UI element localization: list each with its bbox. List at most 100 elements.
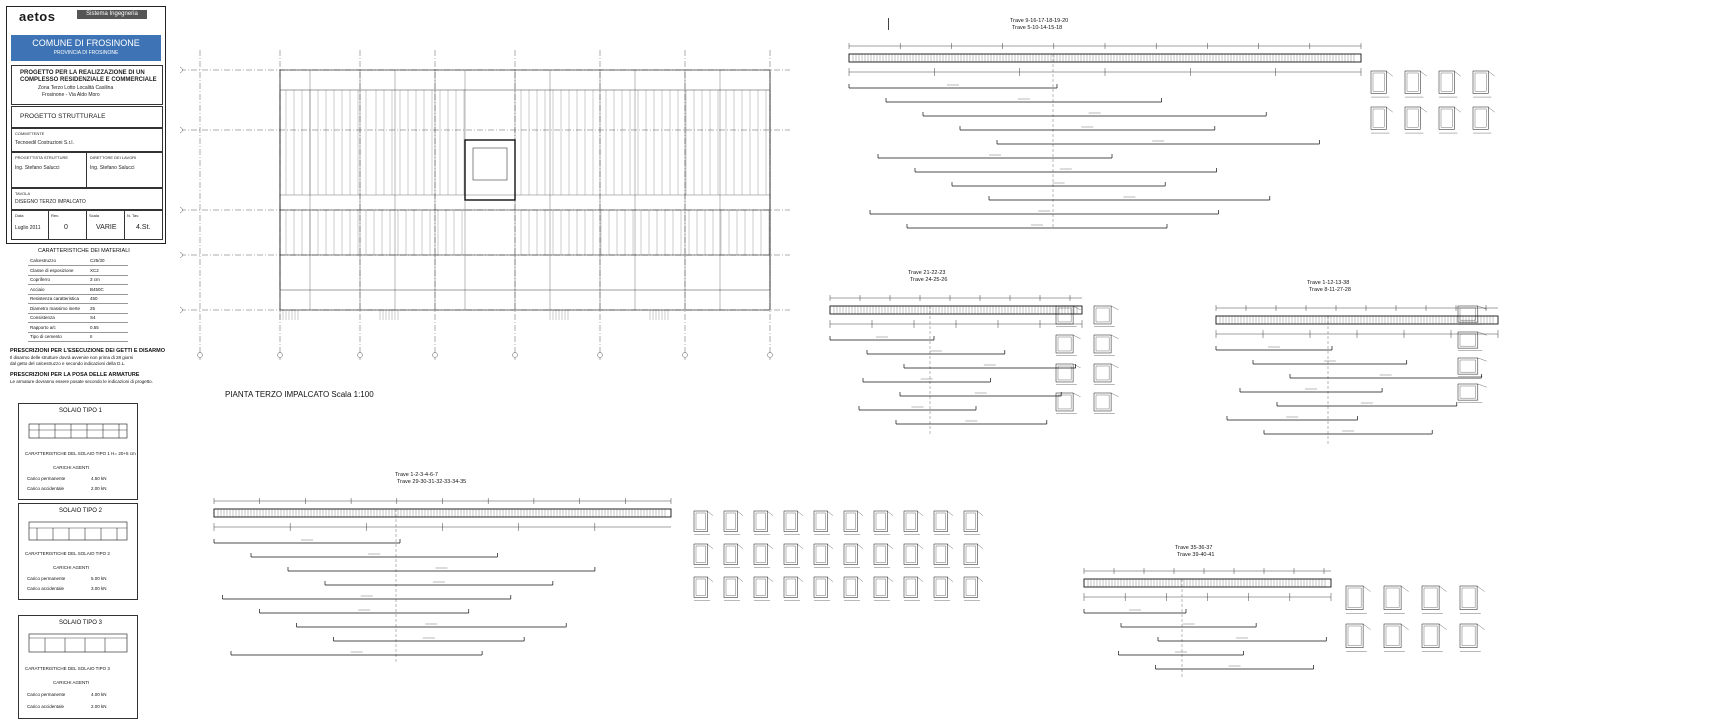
- beam-5-drawing: [1083, 568, 1332, 679]
- spec-label: Diametro massimo inerte: [30, 305, 81, 311]
- spec-label: Rapporto a/c: [30, 324, 56, 330]
- spec-value: C25/30: [90, 258, 105, 263]
- sections-group-4: [693, 510, 984, 601]
- detail-3-title: SOLAIO TIPO 3: [59, 620, 102, 626]
- detail-1-row-1-label: Carico permanente: [27, 476, 66, 481]
- footer-label-date: Data: [15, 213, 24, 218]
- brand-tag: Sistema Ingegneria: [77, 10, 147, 19]
- footer-label-sheet: N. Tav.: [127, 213, 140, 218]
- spec-value: 25: [90, 305, 96, 311]
- project-line-4: Frosinone - Via Aldo Moro: [42, 92, 100, 98]
- discipline-box: PROGETTO STRUTTURALE: [11, 106, 163, 128]
- sections-group-2: [1055, 305, 1119, 414]
- detail-panel-2: SOLAIO TIPO 2 CARATTERISTICHE DEL SOLAIO…: [18, 503, 138, 600]
- sheet-title: DISEGNO TERZO IMPALCATO: [15, 199, 86, 205]
- discipline: PROGETTO STRUTTURALE: [20, 113, 106, 120]
- company-logo: aetos: [19, 9, 56, 24]
- beam-1-title: Trave 9-16-17-18-19-20: [1010, 18, 1069, 24]
- designer-label: PROGETTISTA STRUTTURE: [15, 155, 69, 160]
- spec-value: II: [90, 334, 93, 339]
- sheet-label: TAVOLA: [15, 191, 31, 196]
- director-name: Ing. Stefano Salucci: [90, 165, 135, 171]
- project-box: PROGETTO PER LA REALIZZAZIONE DI UN COMP…: [11, 65, 163, 105]
- note1-line-1: Il disarmo delle strutture dovrà avvenir…: [10, 355, 134, 360]
- spec-label: Calcestruzzo: [30, 258, 57, 263]
- floor-plan: [180, 50, 790, 360]
- detail-3-row-2-value: 2.00 kN: [91, 704, 107, 709]
- client-name: Tecnoedil Costruzioni S.r.l.: [15, 140, 74, 146]
- project-line-3: Zona Terzo Lotto Località Casilina: [38, 85, 114, 91]
- sheet-scale: VARIE: [96, 224, 117, 231]
- spec-value: 450: [90, 296, 98, 301]
- sheet-revision: 0: [64, 224, 68, 231]
- detail-2-title: SOLAIO TIPO 2: [59, 508, 102, 514]
- detail-2-caption: CARATTERISTICHE DEL SOLAIO TIPO 2: [25, 551, 110, 556]
- beam-4-sub: Trave 29-30-31-32-33-34-35: [397, 479, 467, 485]
- spec-label: Classe di esposizione: [30, 267, 74, 273]
- beam-5-title: Trave 35-36-37: [1175, 545, 1213, 551]
- spec-value: 3 cm: [90, 277, 100, 282]
- municipality-band: COMUNE DI FROSINONE PROVINCIA DI FROSINO…: [11, 35, 161, 61]
- plan-title: PIANTA TERZO IMPALCATO Scala 1:100: [225, 390, 374, 399]
- detail-3-sub: CARICHI AGENTI: [53, 680, 90, 685]
- beam-3-drawing: [1215, 305, 1499, 446]
- detail-3-row-1-label: Carico permanente: [27, 692, 66, 697]
- spec-label: Consistenza: [30, 315, 55, 320]
- spec-value: S4: [90, 315, 96, 320]
- sections-group-3: [1457, 305, 1487, 403]
- materials-spec: CARATTERISTICHE DEI MATERIALI Calcestruz…: [8, 248, 165, 398]
- beam-3-title: Trave 1-12-13-38: [1307, 280, 1350, 286]
- province-name: PROVINCIA DI FROSINONE: [53, 50, 119, 56]
- beam-4-drawing: [213, 498, 672, 664]
- note1-line-2: dal getto del calcestruzzo e secondo ind…: [10, 361, 126, 366]
- detail-1-row-1-value: 4.50 kN: [91, 476, 107, 481]
- footer-label-scale: Scala: [89, 213, 100, 218]
- spec-label: Acciaio: [30, 286, 45, 292]
- detail-2-sub: CARICHI AGENTI: [53, 565, 90, 570]
- beam-1-sub: Trave 5-10-14-15-18: [1012, 25, 1063, 31]
- spec-value: 0.55: [90, 324, 99, 330]
- municipality-name: COMUNE DI FROSINONE: [32, 38, 140, 48]
- detail-2-section: [28, 521, 128, 541]
- spec-label: Resistenza caratteristica: [30, 296, 80, 301]
- client-box: COMMITTENTE Tecnoedil Costruzioni S.r.l.: [11, 128, 163, 152]
- detail-2-row-2-label: Carico accidentale: [27, 586, 65, 591]
- beam-1-drawing: [848, 43, 1362, 229]
- spec-label: Copriferro: [30, 277, 51, 282]
- detail-2-row-2-value: 3.00 kN: [91, 586, 107, 591]
- detail-3-row-1-value: 4.00 kN: [91, 692, 107, 697]
- beam-2-drawing: [829, 295, 1083, 436]
- sheet-box: TAVOLA DISEGNO TERZO IMPALCATO: [11, 188, 163, 210]
- detail-1-caption: CARATTERISTICHE DEL SOLAIO TIPO 1 H= 20+…: [25, 451, 136, 456]
- detail-panel-1: SOLAIO TIPO 1 CARATTERISTICHE DEL SOLAIO…: [18, 403, 138, 500]
- beam-4-title: Trave 1-2-3-4-6-7: [395, 472, 438, 478]
- sections-group-1: [1370, 70, 1495, 134]
- sheet-footer: Data Rev. Scala N. Tav. Luglio 2011 0 VA…: [11, 210, 163, 240]
- sheet-fold-mark: [888, 18, 889, 30]
- beam-2-title: Trave 21-22-23: [908, 270, 946, 276]
- materials-title: CARATTERISTICHE DEI MATERIALI: [38, 248, 130, 254]
- designer-name: Ing. Stefano Salucci: [15, 165, 60, 171]
- note2-line-1: Le armature dovranno essere posate secon…: [10, 379, 153, 384]
- beam-3-sub: Trave 8-11-27-28: [1309, 287, 1351, 293]
- detail-1-section: [28, 423, 128, 439]
- detail-panel-3: SOLAIO TIPO 3 CARATTERISTICHE DEL SOLAIO…: [18, 615, 138, 719]
- sheet-date: Luglio 2011: [15, 225, 41, 231]
- director-label: DIRETTORE DEI LAVORI: [90, 155, 137, 160]
- detail-3-row-2-label: Carico accidentale: [27, 704, 65, 709]
- detail-1-sub: CARICHI AGENTI: [53, 465, 90, 470]
- title-block: aetos Sistema Ingegneria COMUNE DI FROSI…: [6, 6, 166, 244]
- project-line-1: PROGETTO PER LA REALIZZAZIONE DI UN: [20, 70, 145, 76]
- note2-title: PRESCRIZIONI PER LA POSA DELLE ARMATURE: [10, 372, 140, 378]
- beam-5-sub: Trave 39-40-41: [1177, 552, 1215, 558]
- spec-label: Tipo di cemento: [30, 334, 62, 339]
- sheet-number: 4.St.: [136, 224, 151, 231]
- spec-value: B450C: [90, 286, 104, 292]
- beam-2-sub: Trave 24-25-26: [910, 277, 948, 283]
- client-label: COMMITTENTE: [15, 131, 45, 136]
- project-line-2: COMPLESSO RESIDENZIALE E COMMERCIALE: [20, 77, 157, 83]
- detail-1-row-2-label: Carico accidentale: [27, 486, 65, 491]
- detail-2-row-1-value: 5.00 kN: [91, 576, 107, 581]
- detail-3-section: [28, 633, 128, 653]
